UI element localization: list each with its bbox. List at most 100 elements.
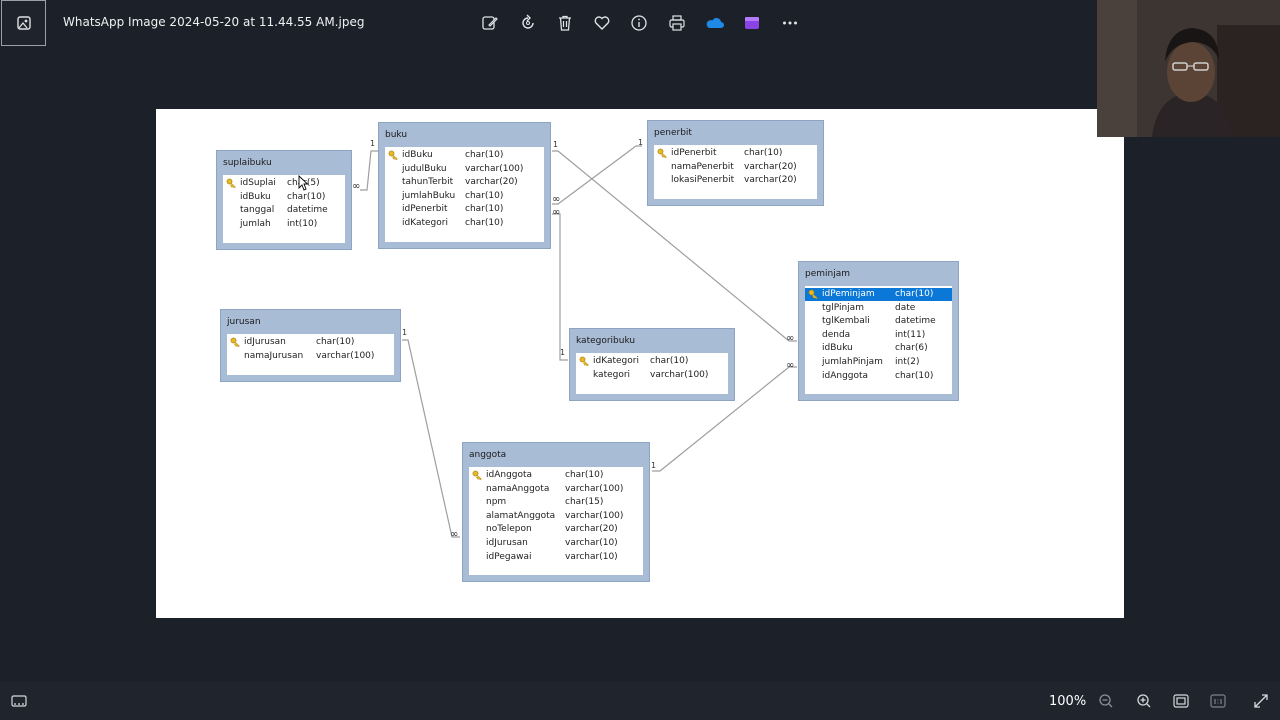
field-name: idBuku (240, 191, 271, 202)
fit-to-window-icon[interactable] (1171, 692, 1191, 710)
image-icon (16, 16, 31, 30)
table-title: suplaibuku (223, 158, 272, 168)
relation-suplaibuku-buku (360, 150, 379, 191)
field-name: idSuplai (240, 178, 276, 188)
cardinality-one: 1 (638, 138, 644, 147)
cardinality-one: 1 (651, 461, 657, 470)
field-name: idKategori (402, 218, 448, 228)
field-name: alamatAnggota (486, 510, 556, 521)
cardinality-one: 1 (560, 348, 566, 357)
info-icon[interactable] (627, 12, 651, 34)
primary-key-icon (579, 356, 589, 366)
field-type: int(10) (287, 218, 318, 229)
field-type: int(2) (895, 357, 920, 367)
field-name: idJurusan (486, 538, 528, 548)
field-name: tglKembali (822, 316, 870, 327)
primary-key-icon (808, 289, 818, 299)
table-title: peminjam (805, 269, 851, 279)
filmstrip-icon[interactable] (9, 692, 29, 710)
cardinality-many: ∞ (552, 207, 561, 218)
cardinality-many: ∞ (352, 181, 361, 192)
field-name: namaJurusan (244, 350, 304, 361)
field-type: char(10) (565, 470, 604, 480)
actual-size-icon[interactable] (1208, 692, 1228, 710)
field-name: judulBuku (402, 163, 447, 174)
field-name: lokasiPenerbit (671, 175, 735, 186)
edit-image-icon[interactable] (478, 12, 502, 34)
print-icon[interactable] (665, 12, 689, 34)
mouse-cursor-icon (298, 175, 308, 191)
rotate-icon[interactable] (516, 12, 540, 34)
status-bar: 100% (0, 682, 1280, 720)
title-bar: WhatsApp Image 2024-05-20 at 11.44.55 AM… (0, 0, 1280, 48)
clipchamp-icon[interactable] (740, 12, 764, 34)
zoom-out-icon[interactable] (1096, 692, 1116, 710)
primary-key-icon (472, 470, 482, 480)
primary-key-icon (388, 150, 398, 160)
favorite-icon[interactable] (590, 12, 614, 34)
delete-icon[interactable] (553, 12, 577, 34)
field-type: varchar(100) (565, 483, 624, 494)
field-name: npm (486, 497, 507, 508)
more-icon[interactable] (778, 12, 802, 34)
field-type: char(10) (895, 370, 934, 381)
primary-key-icon (226, 178, 236, 188)
table-title: penerbit (654, 128, 692, 138)
image-thumbnail-button[interactable] (1, 0, 46, 46)
field-name: tahunTerbit (402, 177, 454, 188)
relation-anggota-peminjam (652, 366, 797, 472)
relation-jurusan-anggota (402, 339, 460, 538)
webcam-overlay (1097, 0, 1280, 137)
fullscreen-icon[interactable] (1251, 692, 1271, 710)
cardinality-one: 1 (553, 140, 559, 149)
onedrive-icon[interactable] (703, 12, 727, 34)
table-suplaibuku[interactable]: suplaibuku idSuplaichar(5)idBukuchar(10)t… (216, 150, 352, 250)
field-type: char(6) (895, 343, 928, 354)
table-row[interactable]: idSuplaichar(5) (223, 177, 345, 190)
zoom-level[interactable]: 100% (1049, 694, 1087, 709)
zoom-in-icon[interactable] (1134, 692, 1154, 710)
relation-buku-peminjam (552, 150, 797, 342)
